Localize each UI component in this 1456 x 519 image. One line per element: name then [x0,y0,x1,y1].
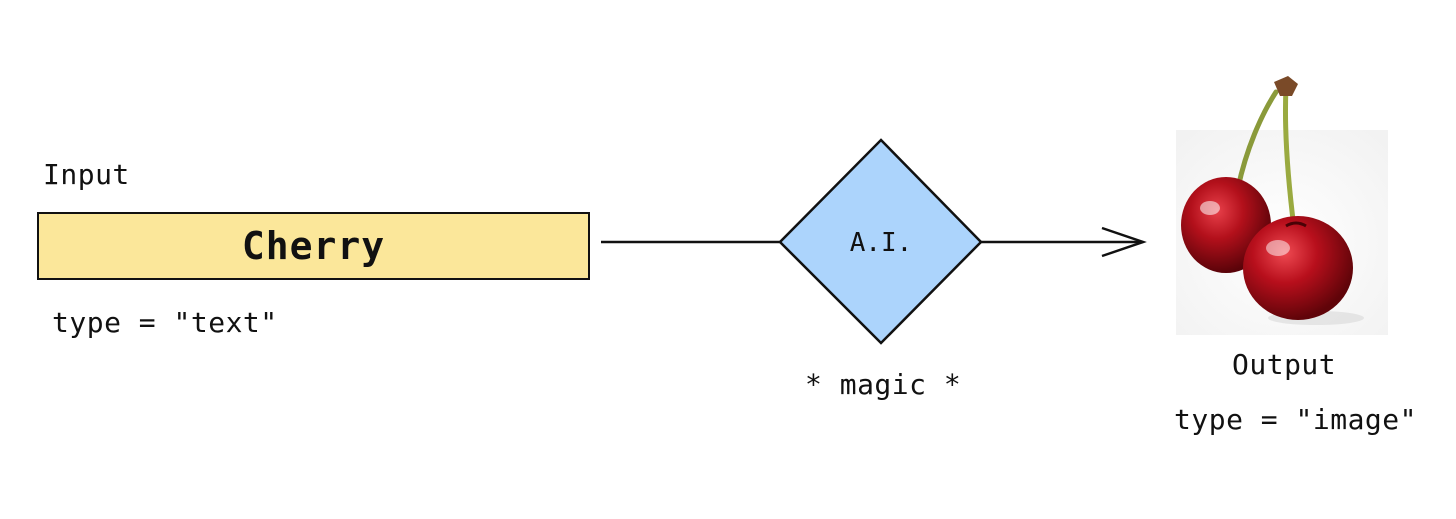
cherry-back-highlight [1200,201,1220,215]
input-label: Input [43,158,130,191]
magic-caption: * magic * [805,368,962,401]
cherry-front-dimple [1285,221,1307,228]
cherry-stem-left [1235,89,1279,191]
flow-diagram: A.I. [601,138,1147,345]
input-box: Cherry [37,212,590,280]
input-value: Cherry [241,224,386,268]
cherry-front-highlight [1266,240,1290,256]
input-type-text: type = "text" [52,306,278,339]
ai-label: A.I. [850,228,913,258]
cherry-front [1243,216,1353,320]
output-type-text: type = "image" [1174,403,1418,436]
cherries-image [1176,76,1388,335]
cherry-stem-right [1282,85,1297,231]
stem-tip [1274,76,1298,96]
output-label: Output [1232,348,1337,381]
ai-diamond [778,138,983,345]
arrow-head-icon [1101,226,1147,258]
